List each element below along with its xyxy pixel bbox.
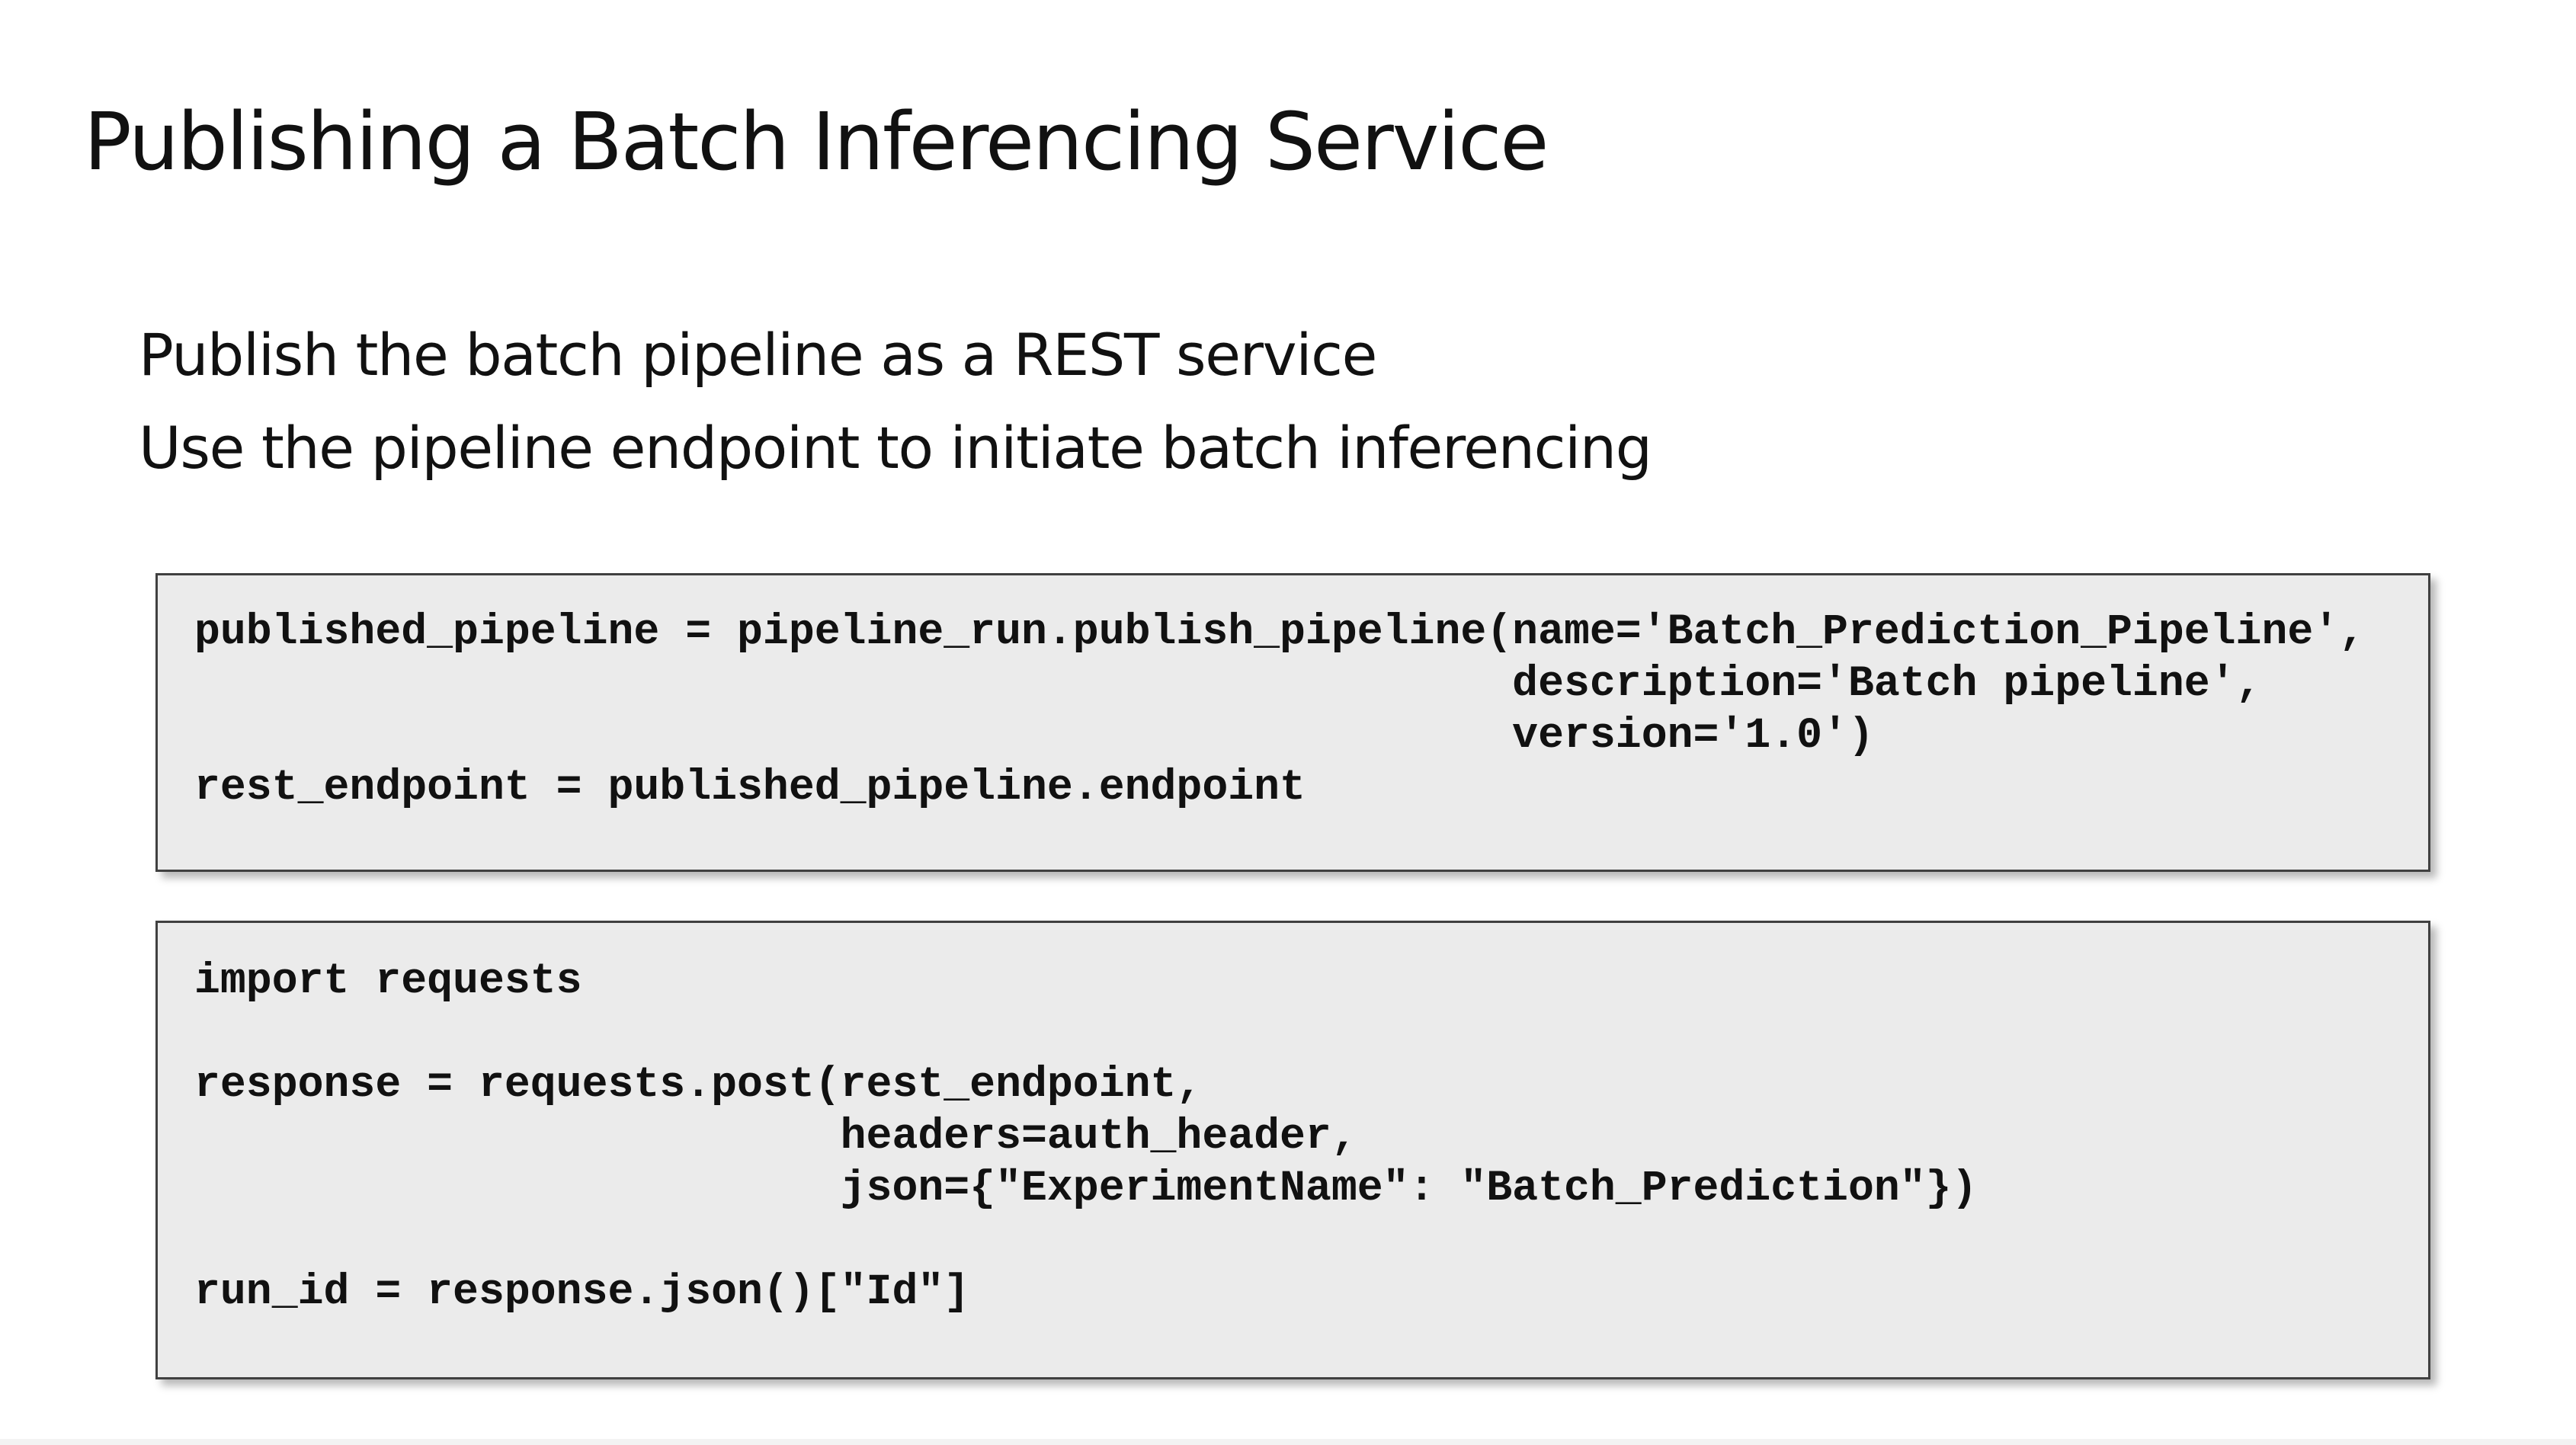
slide-title: Publishing a Batch Inferencing Service xyxy=(84,95,1549,188)
bullet-item: Publish the batch pipeline as a REST ser… xyxy=(139,321,1377,389)
code-block-request: import requests response = requests.post… xyxy=(155,921,2430,1379)
bottom-divider xyxy=(0,1439,2576,1445)
code-text: published_pipeline = pipeline_run.publis… xyxy=(194,607,2366,812)
bullet-item: Use the pipeline endpoint to initiate ba… xyxy=(139,414,1652,482)
bullet-list: Publish the batch pipeline as a REST ser… xyxy=(139,309,1652,495)
code-text: import requests response = requests.post… xyxy=(194,956,1978,1316)
code-block-publish: published_pipeline = pipeline_run.publis… xyxy=(155,573,2430,872)
